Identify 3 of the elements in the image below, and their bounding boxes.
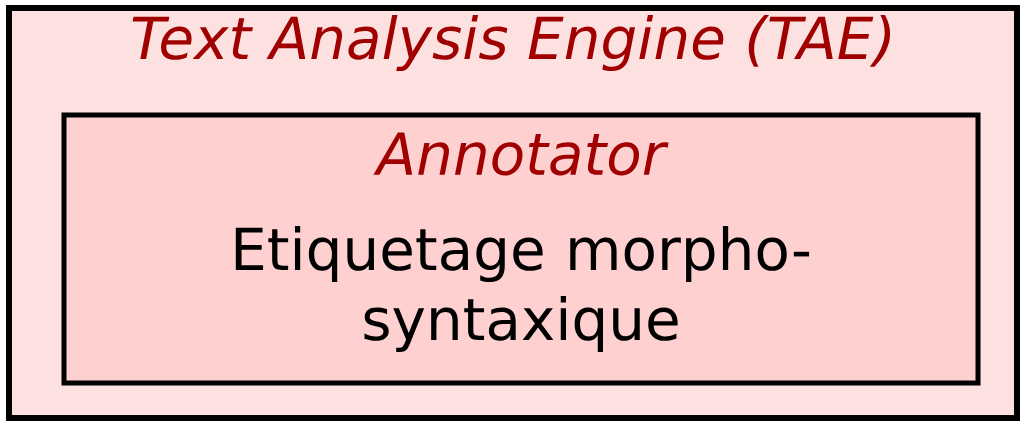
- box-heading: Annotator: [373, 132, 669, 176]
- box-label: Etiquetage morpho-syntaxique: [235, 225, 810, 353]
- box-heading: Text Analysis Engine (TAE): [132, 14, 891, 72]
